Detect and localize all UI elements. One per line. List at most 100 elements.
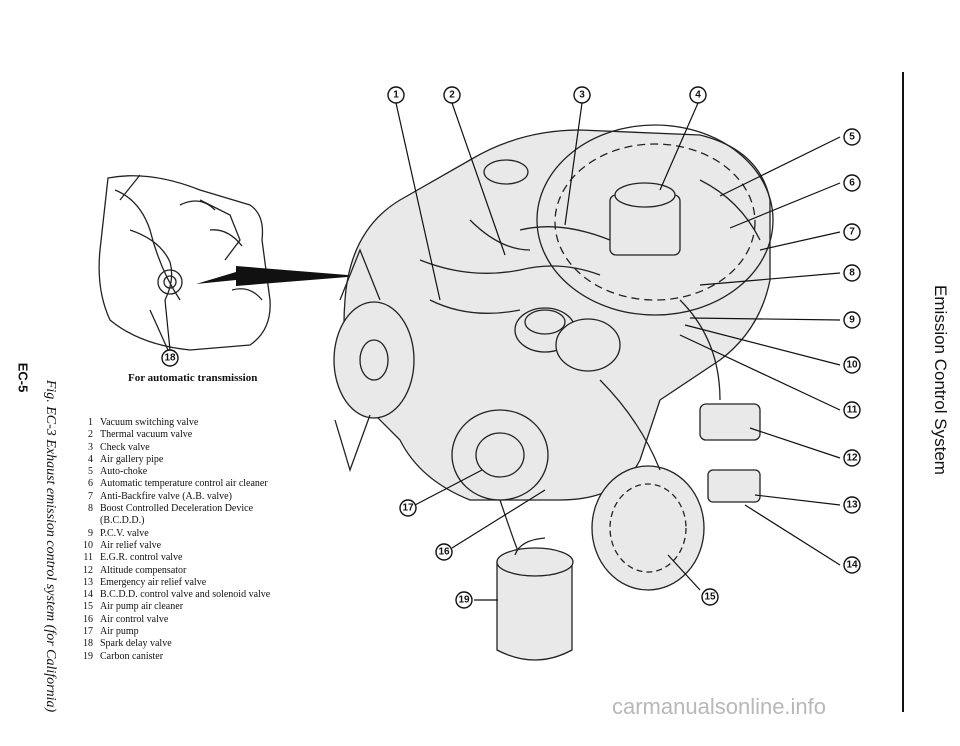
legend-number: 18 xyxy=(83,638,93,650)
legend-text: Emergency air relief valve xyxy=(100,576,207,588)
callout-5: 5 xyxy=(843,128,861,146)
parts-legend: 1 Vacuum switching valve 2 Thermal vacuum … xyxy=(76,417,276,663)
legend-text: Air pump xyxy=(100,626,139,638)
legend-text: Automatic temperature control air cleane… xyxy=(100,478,268,490)
legend-number: 1 xyxy=(88,417,93,428)
legend-item: 19 Carbon canister xyxy=(76,651,276,663)
callout-11: 11 xyxy=(843,401,861,419)
callout-9: 9 xyxy=(843,311,861,329)
leader-lines xyxy=(164,102,841,601)
legend-item: 8 Boost Controlled Deceleration Device (B… xyxy=(76,503,276,528)
legend-text: Air control valve xyxy=(100,613,169,625)
svg-text:6: 6 xyxy=(849,178,855,189)
inset-arrow xyxy=(196,266,360,286)
callout-19: 19 xyxy=(455,591,473,609)
svg-text:5: 5 xyxy=(849,132,855,143)
legend-item: 14 B.C.D.D. control valve and solenoid va… xyxy=(76,589,276,601)
legend-number: 2 xyxy=(88,429,93,441)
legend-number: 5 xyxy=(88,466,93,478)
engine-illustration xyxy=(333,124,774,661)
callout-4: 4 xyxy=(689,86,707,104)
legend-item: 6 Automatic temperature control air clean… xyxy=(76,478,276,490)
legend-item: 11 E.G.R. control valve xyxy=(76,552,276,564)
legend-item: 3 Check valve xyxy=(76,442,276,454)
section-divider xyxy=(902,72,904,712)
legend-number: 14 xyxy=(83,589,93,601)
legend-text: Boost Controlled Deceleration Device (B.… xyxy=(100,503,254,527)
legend-item: 12 Altitude compensator xyxy=(76,565,276,577)
manual-page: EC-5 Fig. EC-3 Exhaust emission control … xyxy=(15,72,950,719)
callout-14: 14 xyxy=(843,556,861,574)
legend-number: 3 xyxy=(88,441,93,453)
callout-17: 17 xyxy=(399,499,417,517)
legend-item: 7 Anti-Backfire valve (A.B. valve) xyxy=(76,491,276,503)
svg-text:18: 18 xyxy=(164,353,176,364)
callout-1: 1 xyxy=(387,86,405,104)
callout-13: 13 xyxy=(843,496,861,514)
svg-text:17: 17 xyxy=(402,503,414,514)
svg-text:3: 3 xyxy=(579,90,585,101)
callout-2: 2 xyxy=(443,86,461,104)
legend-number: 17 xyxy=(83,626,93,638)
callout-18: 18 xyxy=(161,349,179,367)
legend-item: 9 P.C.V. valve xyxy=(76,528,276,540)
legend-item: 4 Air gallery pipe xyxy=(76,454,276,466)
legend-item: 16 Air control valve xyxy=(76,614,276,626)
svg-text:19: 19 xyxy=(458,595,470,606)
callout-7: 7 xyxy=(843,223,861,241)
legend-text: Altitude compensator xyxy=(100,564,187,576)
legend-number: 15 xyxy=(83,601,93,613)
legend-text: Check valve xyxy=(100,441,150,453)
legend-text: Carbon canister xyxy=(100,650,164,662)
legend-item: 2 Thermal vacuum valve xyxy=(76,429,276,441)
svg-text:7: 7 xyxy=(849,227,855,238)
callout-12: 12 xyxy=(843,449,861,467)
inset-illustration xyxy=(98,174,271,351)
legend-number: 9 xyxy=(88,527,93,539)
svg-text:16: 16 xyxy=(438,547,450,558)
callout-10: 10 xyxy=(843,356,861,374)
svg-text:1: 1 xyxy=(393,90,399,101)
legend-text: E.G.R. control valve xyxy=(100,552,183,564)
legend-text: Air relief valve xyxy=(100,539,162,551)
svg-text:2: 2 xyxy=(449,90,455,101)
svg-text:15: 15 xyxy=(704,592,716,603)
legend-item: 10 Air relief valve xyxy=(76,540,276,552)
legend-number: 11 xyxy=(83,552,93,564)
legend-number: 16 xyxy=(83,613,93,625)
svg-text:12: 12 xyxy=(846,453,858,464)
legend-number: 10 xyxy=(83,539,93,551)
legend-text: B.C.D.D. control valve and solenoid valv… xyxy=(100,589,271,601)
legend-text: Air pump air cleaner xyxy=(100,601,184,613)
legend-text: Air gallery pipe xyxy=(100,453,164,465)
svg-text:9: 9 xyxy=(849,315,855,326)
legend-text: Thermal vacuum valve xyxy=(100,429,193,441)
legend-text: Auto-choke xyxy=(100,466,148,478)
legend-number: 7 xyxy=(88,490,93,502)
callout-8: 8 xyxy=(843,264,861,282)
svg-text:14: 14 xyxy=(846,560,858,571)
legend-number: 19 xyxy=(83,650,93,662)
legend-item: 5 Auto-choke xyxy=(76,466,276,478)
callout-15: 15 xyxy=(701,588,719,606)
svg-text:10: 10 xyxy=(846,360,858,371)
legend-number: 12 xyxy=(83,564,93,576)
legend-item: 15 Air pump air cleaner xyxy=(76,601,276,613)
legend-text: Vacuum switching valve xyxy=(100,417,199,428)
callout-6: 6 xyxy=(843,174,861,192)
inset-label: For automatic transmission xyxy=(128,372,258,384)
engine-diagram: 1 2 3 4 5 6 7 8 9 10 11 12 13 14 15 16 1… xyxy=(98,86,861,661)
callout-16: 16 xyxy=(435,543,453,561)
svg-text:13: 13 xyxy=(846,500,858,511)
legend-number: 13 xyxy=(83,576,93,588)
legend-text: Anti-Backfire valve (A.B. valve) xyxy=(100,490,232,502)
svg-text:11: 11 xyxy=(847,405,858,416)
legend-number: 4 xyxy=(88,453,93,465)
legend-item: 17 Air pump xyxy=(76,626,276,638)
legend-number: 6 xyxy=(88,478,93,490)
svg-text:8: 8 xyxy=(849,268,855,279)
legend-number: 8 xyxy=(88,503,93,515)
legend-item: 13 Emergency air relief valve xyxy=(76,577,276,589)
legend-text: P.C.V. valve xyxy=(100,527,149,539)
